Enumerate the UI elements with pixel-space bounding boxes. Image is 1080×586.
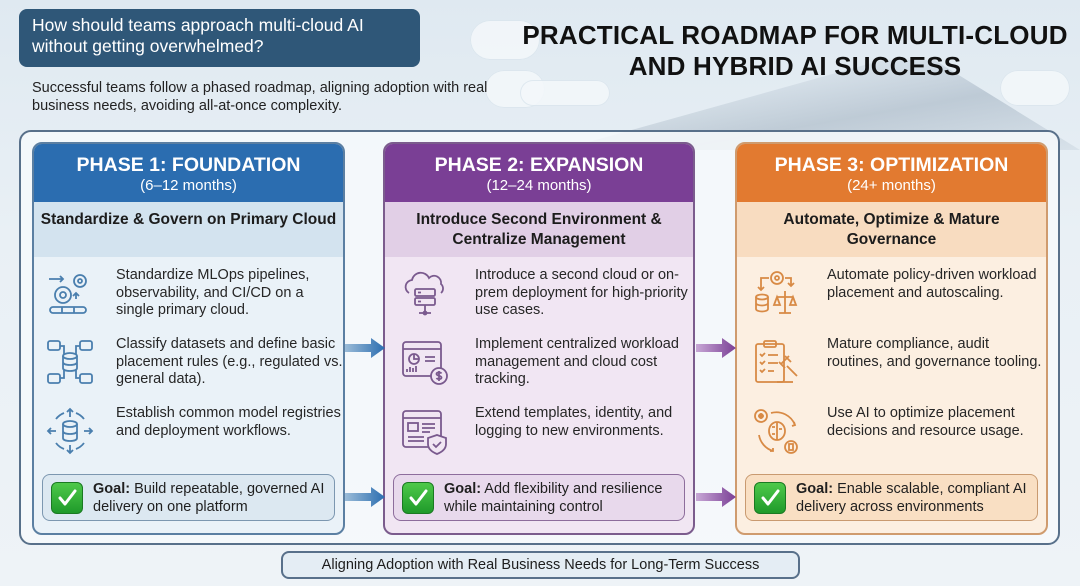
footer-banner: Aligning Adoption with Real Business Nee… [281,551,800,579]
cloud-decoration [470,20,540,60]
item-text: Mature compliance, audit routines, and g… [827,336,1042,370]
phase-subtitle: Introduce Second Environment & Centraliz… [385,202,693,257]
list-item: Introduce a second cloud or on-prem depl… [385,267,693,336]
list-item: Classify datasets and define basic place… [34,336,343,405]
page-title: PRACTICAL ROADMAP FOR MULTI-CLOUD AND HY… [522,20,1068,81]
item-text: Standardize MLOps pipelines, observabili… [116,267,310,318]
phase-subtitle: Standardize & Govern on Primary Cloud [34,202,343,257]
goal-description: Add flexibility and resilience while mai… [444,480,663,515]
phase-header: PHASE 2: EXPANSION (12–24 months) [385,144,693,202]
ai-brain-cycle-icon [754,409,798,454]
goal-label: Goal: [444,480,482,497]
item-text: Automate policy-driven workload placemen… [827,267,1037,301]
phase-header: PHASE 1: FOUNDATION (6–12 months) [34,144,343,202]
list-item: Mature compliance, audit routines, and g… [737,336,1046,405]
phase-3-card: PHASE 3: OPTIMIZATION (24+ months) Autom… [735,142,1048,535]
list-item: Use AI to optimize placement decisions a… [737,405,1046,474]
phase-header: PHASE 3: OPTIMIZATION (24+ months) [737,144,1046,202]
compliance-gavel-icon [755,340,798,383]
cost-dashboard-icon [402,341,448,385]
item-text: Use AI to optimize placement decisions a… [827,405,1024,439]
goal-text: Goal: Build repeatable, governed AI deli… [93,480,334,516]
list-item: Extend templates, identity, and logging … [385,405,693,474]
goal-label: Goal: [93,480,131,497]
goal-box: Goal: Build repeatable, governed AI deli… [42,474,335,521]
checkmark-icon [754,481,786,514]
policy-scale-icon [755,271,798,314]
phase-title: PHASE 2: EXPANSION [434,154,644,176]
arrow-right-icon [345,338,385,358]
list-item: Implement centralized workload managemen… [385,336,693,405]
cloud-decoration [1000,70,1070,106]
phase-subtitle: Automate, Optimize & Mature Governance [737,202,1046,257]
phase-duration: (24+ months) [847,177,936,194]
arrow-right-icon [696,338,736,358]
phase-duration: (6–12 months) [140,177,237,194]
cloud-server-icon [404,271,444,316]
question-banner: How should teams approach multi-cloud AI… [19,9,420,67]
goal-text: Goal: Enable scalable, compliant AI deli… [796,480,1037,516]
intro-text: Successful teams follow a phased roadmap… [32,80,488,114]
item-text: Implement centralized workload managemen… [475,336,679,387]
phase-1-card: PHASE 1: FOUNDATION (6–12 months) Standa… [32,142,345,535]
goal-label: Goal: [796,480,834,497]
phase-title: PHASE 3: OPTIMIZATION [774,154,1009,176]
cloud-decoration [520,80,610,106]
template-shield-icon [402,410,447,455]
phase-duration: (12–24 months) [486,177,592,194]
item-text: Establish common model registries and de… [116,405,341,439]
list-item: Establish common model registries and de… [34,405,343,474]
checkmark-icon [402,481,434,514]
goal-description: Enable scalable, compliant AI delivery a… [796,480,1027,515]
item-text: Introduce a second cloud or on-prem depl… [475,267,688,318]
goal-description: Build repeatable, governed AI delivery o… [93,480,325,515]
item-text: Extend templates, identity, and logging … [475,405,673,439]
checkmark-icon [51,481,83,514]
goal-box: Goal: Add flexibility and resilience whi… [393,474,685,521]
arrow-right-icon [345,487,385,507]
phase-title: PHASE 1: FOUNDATION [76,154,301,176]
goal-box: Goal: Enable scalable, compliant AI deli… [745,474,1038,521]
data-classification-icon [47,340,93,384]
phase-2-card: PHASE 2: EXPANSION (12–24 months) Introd… [383,142,695,535]
list-item: Automate policy-driven workload placemen… [737,267,1046,336]
database-registry-icon [46,407,94,455]
goal-text: Goal: Add flexibility and resilience whi… [444,480,684,516]
list-item: Standardize MLOps pipelines, observabili… [34,267,343,336]
item-text: Classify datasets and define basic place… [116,336,343,387]
arrow-right-icon [696,487,736,507]
gears-pipeline-icon [49,274,87,314]
